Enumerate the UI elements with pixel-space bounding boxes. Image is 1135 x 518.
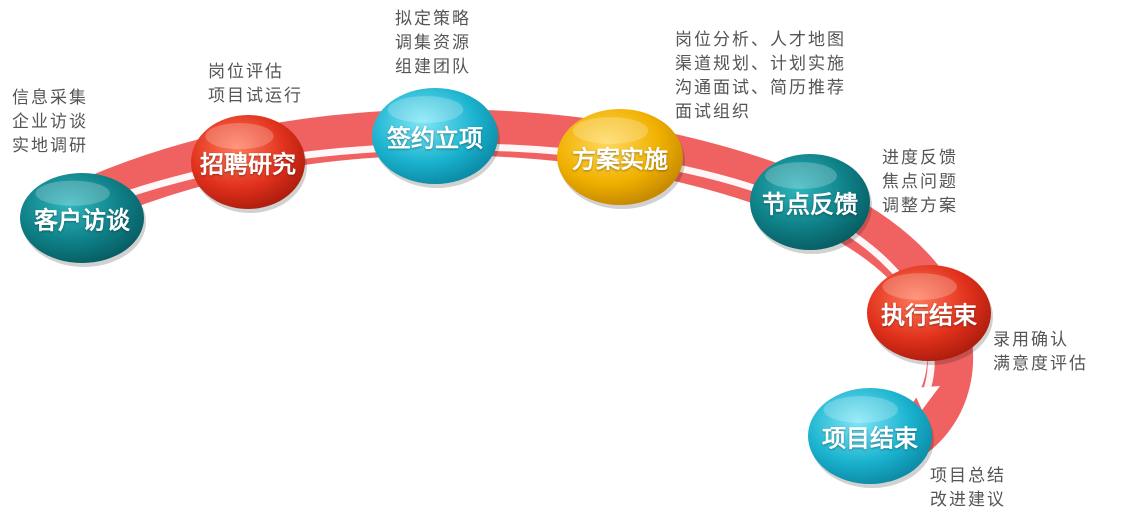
stage-label-2: 招聘研究 xyxy=(200,150,296,179)
stage-circle-2 xyxy=(191,115,305,209)
stage-circle-7 xyxy=(808,388,932,484)
note-line: 岗位分析、人才地图 xyxy=(675,30,846,50)
stage-label-6: 执行结束 xyxy=(881,301,977,330)
stage-note-6: 录用确认满意度评估 xyxy=(993,328,1088,376)
stage-label-7: 项目结束 xyxy=(822,424,918,453)
stage-gloss xyxy=(387,96,464,124)
stage-label-4: 方案实施 xyxy=(572,145,668,174)
stage-gloss xyxy=(35,180,110,206)
note-line: 沟通面试、简历推荐 xyxy=(675,78,846,98)
note-line: 焦点问题 xyxy=(882,172,958,192)
note-line: 满意度评估 xyxy=(993,354,1088,374)
stage-gloss xyxy=(205,122,274,150)
stage-gloss xyxy=(765,162,837,190)
stage-note-7: 项目总结改进建议 xyxy=(930,464,1006,512)
stage-circle-4 xyxy=(557,109,683,205)
note-line: 岗位评估 xyxy=(208,62,284,82)
stage-label-5: 节点反馈 xyxy=(762,190,858,219)
stage-gloss xyxy=(882,273,957,301)
note-line: 改进建议 xyxy=(930,490,1006,510)
note-line: 项目总结 xyxy=(930,466,1006,486)
stage-label-3: 签约立项 xyxy=(387,124,483,153)
note-line: 录用确认 xyxy=(993,330,1069,350)
note-line: 进度反馈 xyxy=(882,148,958,168)
stage-label-1: 客户访谈 xyxy=(34,206,130,235)
stage-note-3: 拟定策略调集资源组建团队 xyxy=(395,7,471,79)
stage-note-2: 岗位评估项目试运行 xyxy=(208,60,303,108)
stage-note-5: 进度反馈焦点问题调整方案 xyxy=(882,146,958,218)
stage-gloss xyxy=(572,117,649,145)
note-line: 项目试运行 xyxy=(208,86,303,106)
stage-circle-5 xyxy=(750,154,870,250)
note-line: 实地调研 xyxy=(12,136,88,156)
note-line: 面试组织 xyxy=(675,102,751,122)
stage-note-4: 岗位分析、人才地图渠道规划、计划实施沟通面试、简历推荐面试组织 xyxy=(675,28,846,124)
note-line: 信息采集 xyxy=(12,88,88,108)
stage-note-1: 信息采集企业访谈实地调研 xyxy=(12,86,88,158)
note-line: 调集资源 xyxy=(395,33,471,53)
note-line: 拟定策略 xyxy=(395,9,471,29)
note-line: 企业访谈 xyxy=(12,112,88,132)
stage-circle-1 xyxy=(20,173,144,263)
note-line: 渠道规划、计划实施 xyxy=(675,54,846,74)
stage-circle-6 xyxy=(867,265,991,361)
stage-gloss xyxy=(823,396,898,424)
stage-circle-3 xyxy=(372,88,498,184)
arrow-head-icon xyxy=(912,386,940,410)
note-line: 调整方案 xyxy=(882,196,958,216)
note-line: 组建团队 xyxy=(395,57,471,77)
